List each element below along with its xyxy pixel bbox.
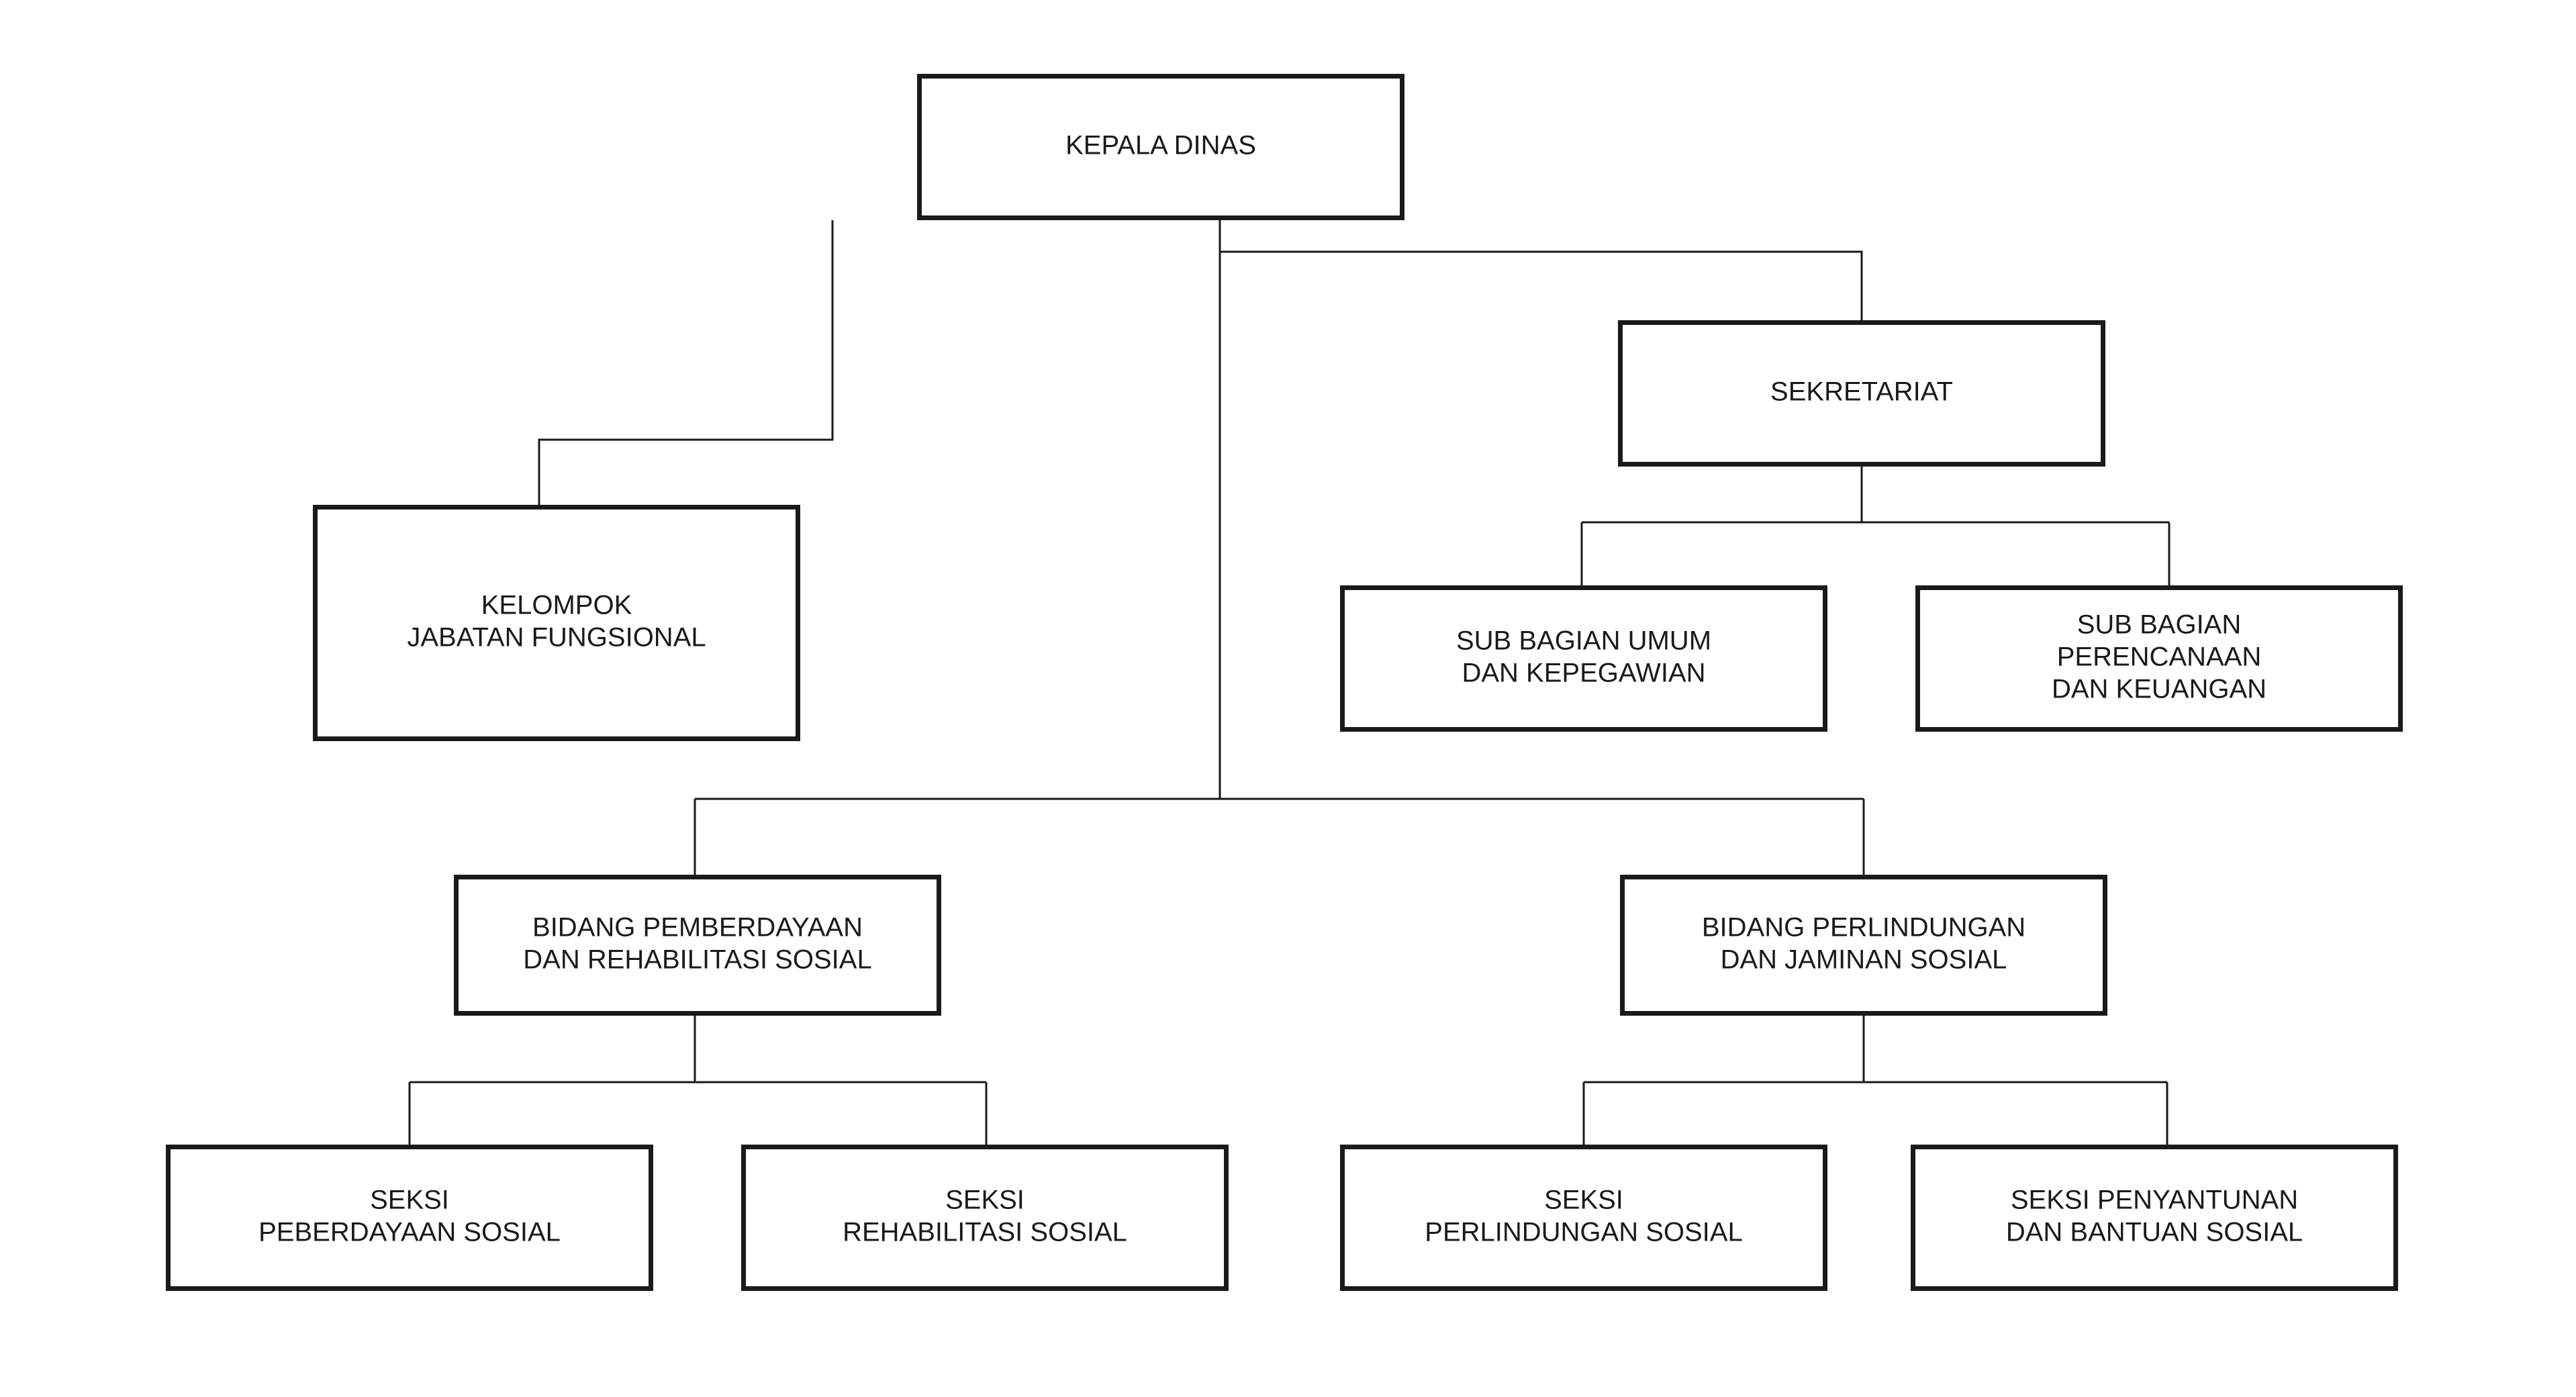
node-seksi-perlindungan-sosial[interactable]: SEKSI PERLINDUNGAN SOSIAL — [1340, 1145, 1827, 1291]
node-label-line: DAN JAMINAN SOSIAL — [1721, 945, 2007, 975]
node-label-line: DAN KEPEGAWIAN — [1462, 659, 1705, 688]
node-label-line: PERLINDUNGAN SOSIAL — [1425, 1218, 1742, 1247]
node-border — [1620, 875, 2107, 1016]
node-border — [741, 1145, 1229, 1291]
node-border — [313, 505, 800, 741]
node-border — [1618, 320, 2105, 467]
node-border — [917, 74, 1404, 220]
connector-kepala-to-sekretariat — [1220, 250, 1863, 320]
node-label-line: BIDANG PEMBERDAYAAN — [532, 913, 863, 943]
node-label-line: SEKSI — [1544, 1186, 1623, 1215]
node-label-line: DAN KEUANGAN — [2052, 675, 2267, 704]
node-border — [1340, 585, 1827, 732]
node-label-line: PEBERDAYAAN SOSIAL — [258, 1218, 561, 1247]
node-label-line: JABATAN FUNGSIONAL — [407, 623, 706, 653]
node-label-line: REHABILITASI SOSIAL — [843, 1218, 1127, 1247]
connector-layer — [408, 220, 2170, 1145]
node-seksi-peberdayaan-sosial[interactable]: SEKSI PEBERDAYAAN SOSIAL — [166, 1145, 653, 1291]
node-sekretariat[interactable]: SEKRETARIAT — [1618, 320, 2105, 467]
node-kepala-dinas[interactable]: KEPALA DINAS — [917, 74, 1404, 220]
node-label-line: SEKSI PENYANTUNAN — [2011, 1186, 2298, 1215]
node-label-line: DAN BANTUAN SOSIAL — [2006, 1218, 2303, 1247]
node-label-line: SUB BAGIAN — [2077, 610, 2242, 640]
node-label-line: PERENCANAAN — [2057, 642, 2262, 672]
node-border — [1340, 1145, 1827, 1291]
node-sub-bagian-umum-dan-kepegawian[interactable]: SUB BAGIAN UMUM DAN KEPEGAWIAN — [1340, 585, 1827, 732]
node-label-line: SEKSI — [945, 1186, 1024, 1215]
node-label-line: BIDANG PERLINDUNGAN — [1702, 913, 2025, 943]
node-border — [1915, 585, 2403, 732]
node-label-line: DAN REHABILITASI SOSIAL — [523, 945, 871, 975]
connector-kepala-to-kelompok — [538, 220, 834, 505]
node-label-line: KELOMPOK — [481, 591, 632, 620]
node-label-line: SEKRETARIAT — [1770, 377, 1953, 407]
node-seksi-rehabilitasi-sosial[interactable]: SEKSI REHABILITASI SOSIAL — [741, 1145, 1229, 1291]
node-border — [1911, 1145, 2398, 1291]
node-kelompok-jabatan-fungsional[interactable]: KELOMPOK JABATAN FUNGSIONAL — [313, 505, 800, 741]
node-border — [454, 875, 941, 1016]
node-label-line: SEKSI — [370, 1186, 449, 1215]
node-border — [166, 1145, 653, 1291]
node-label-line: SUB BAGIAN UMUM — [1456, 626, 1711, 656]
node-label-line: KEPALA DINAS — [1065, 131, 1256, 160]
node-layer: KEPALA DINAS SEKRETARIAT KELOMPOK JABATAN F… — [166, 74, 2403, 1291]
node-seksi-penyantunan-dan-bantuan-sosial[interactable]: SEKSI PENYANTUNAN DAN BANTUAN SOSIAL — [1911, 1145, 2398, 1291]
